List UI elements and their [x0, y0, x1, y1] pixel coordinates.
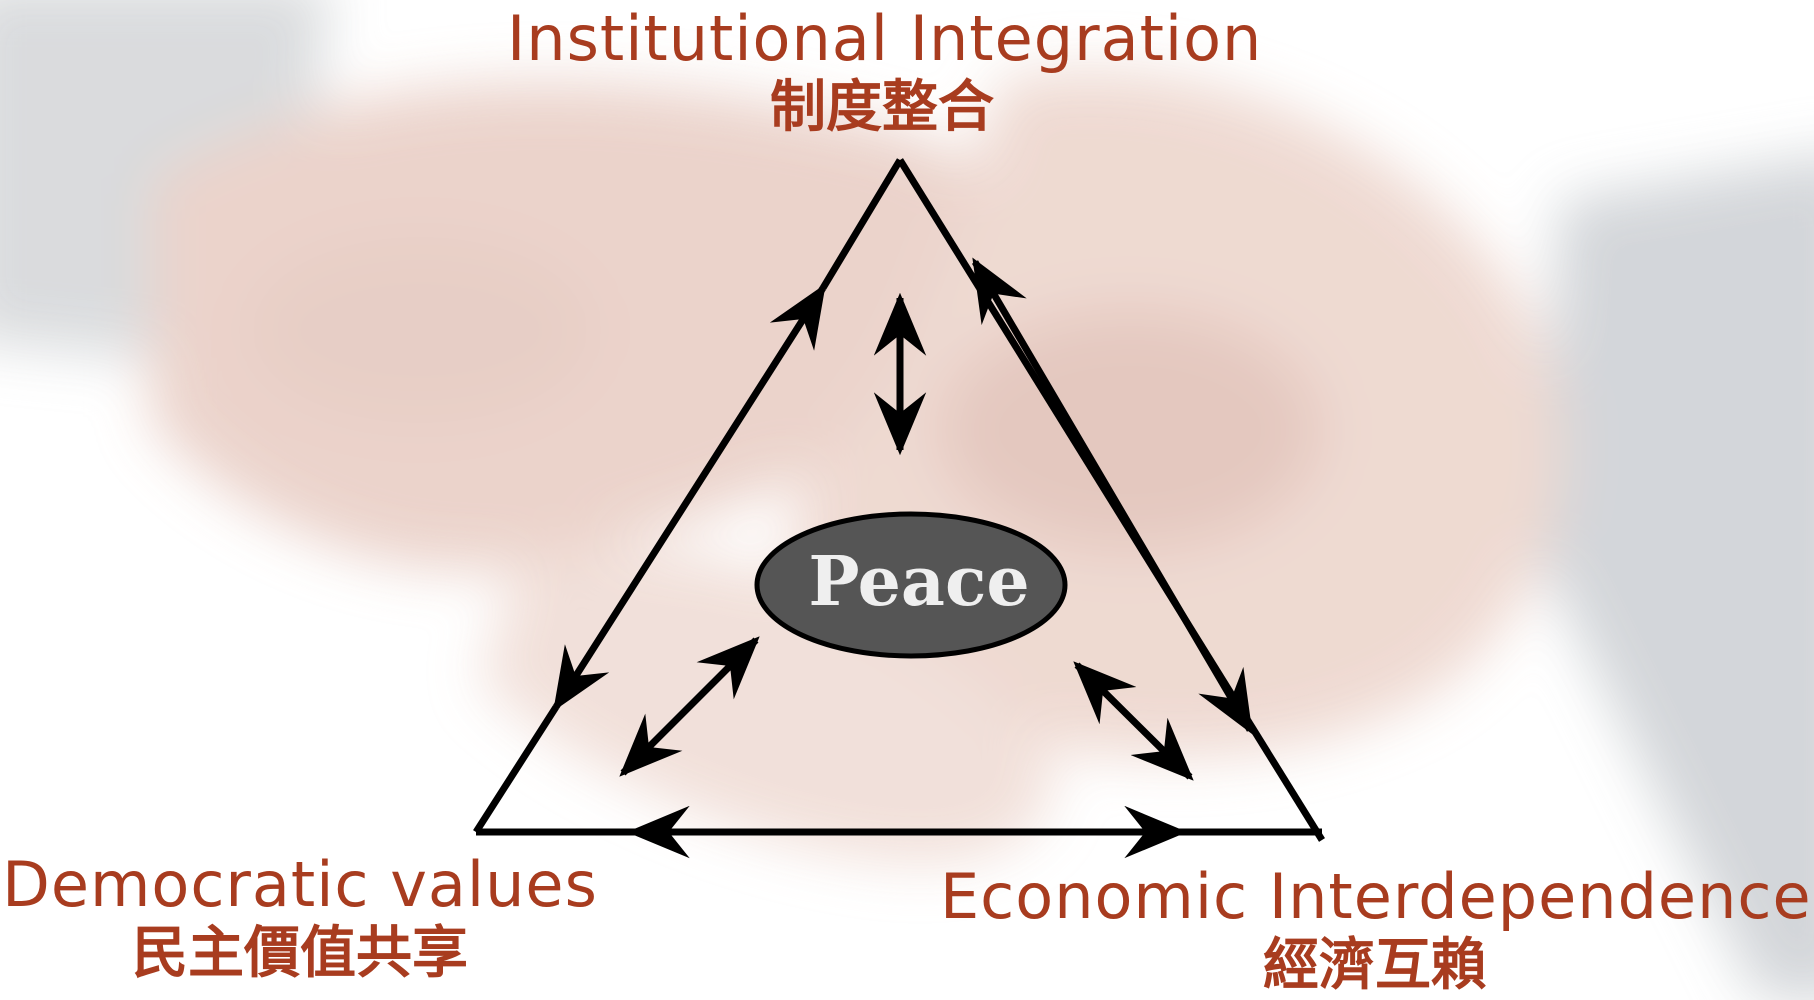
- economic-interdependence-zh: 經濟互賴: [1263, 933, 1487, 998]
- triangle-edge-top-left-upper: [820, 158, 903, 290]
- institutional-integration-en: Institutional Integration: [507, 2, 1263, 75]
- vertex-label-democratic-values: Democratic values 民主價值共享: [0, 854, 600, 982]
- peace-ellipse: [754, 511, 1068, 659]
- arrow-peace-democratic: [619, 636, 760, 777]
- arrow-right-edge: [971, 257, 1254, 735]
- peace-label: Peace: [808, 542, 1029, 622]
- triangle-edge-top-left-lower: [473, 705, 559, 834]
- democratic-values-zh: 民主價值共享: [132, 921, 468, 986]
- democratic-values-en: Democratic values: [2, 848, 598, 921]
- arrow-left-edge: [553, 283, 826, 712]
- arrow-peace-economic: [1073, 661, 1194, 781]
- institutional-integration-zh: 制度整合: [770, 75, 994, 140]
- economic-interdependence-en: Economic Interdependence: [940, 860, 1812, 933]
- vertex-label-institutional-integration: Institutional Integration 制度整合: [507, 2, 1263, 140]
- vertex-label-economic-interdependence: Economic Interdependence 經濟互賴: [940, 860, 1812, 998]
